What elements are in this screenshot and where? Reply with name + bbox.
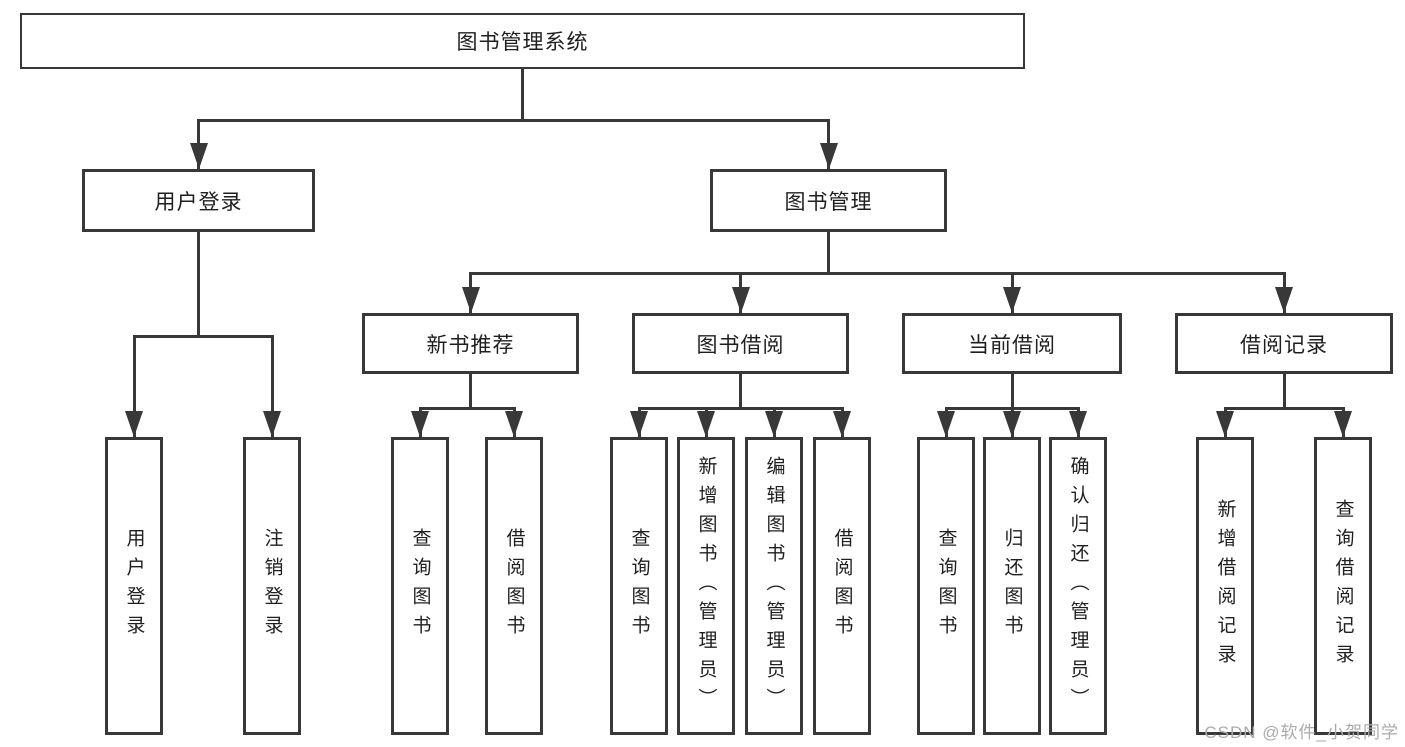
- connector-line: [469, 374, 472, 410]
- arrow-down-icon: [411, 411, 429, 437]
- node-leaf-br-query: 查询借阅记录: [1314, 437, 1372, 735]
- arrow-down-icon: [1275, 287, 1293, 313]
- connector-line: [270, 335, 274, 437]
- connector-line: [418, 407, 516, 410]
- connector-line: [1223, 407, 1345, 410]
- connector-line: [197, 119, 830, 122]
- arrow-down-icon: [189, 143, 208, 169]
- arrow-down-icon: [461, 287, 480, 313]
- connector-line: [739, 374, 742, 410]
- node-root: 图书管理系统: [20, 13, 1025, 69]
- arrow-down-icon: [697, 411, 715, 437]
- arrow-down-icon: [731, 287, 750, 313]
- connector-line: [1010, 374, 1014, 410]
- node-user-login: 用户登录: [82, 169, 315, 232]
- node-leaf-bb-edit: 编辑图书（管理员）: [745, 437, 803, 735]
- node-new-book-rec: 新书推荐: [362, 313, 579, 374]
- connector-line: [132, 335, 274, 338]
- arrow-down-icon: [1069, 411, 1087, 437]
- arrow-down-icon: [1216, 411, 1234, 437]
- node-leaf-br-add: 新增借阅记录: [1196, 437, 1254, 735]
- node-leaf-cb-query: 查询图书: [917, 437, 975, 735]
- connector-line: [1282, 374, 1286, 410]
- node-current-borrow: 当前借阅: [902, 313, 1122, 374]
- node-leaf-cb-confirm: 确认归还（管理员）: [1049, 437, 1107, 735]
- node-book-borrow: 图书借阅: [632, 313, 849, 374]
- arrow-down-icon: [1003, 287, 1021, 313]
- node-leaf-logout: 注销登录: [243, 437, 301, 735]
- connector-line: [827, 232, 830, 275]
- arrow-down-icon: [819, 143, 838, 169]
- node-leaf-bb-query: 查询图书: [610, 437, 668, 735]
- connector-line: [637, 407, 844, 410]
- node-leaf-nr-query: 查询图书: [391, 437, 449, 735]
- arrow-down-icon: [765, 411, 783, 437]
- node-leaf-login: 用户登录: [105, 437, 163, 735]
- arrow-down-icon: [1334, 411, 1352, 437]
- arrow-down-icon: [125, 411, 143, 437]
- arrow-down-icon: [505, 411, 523, 437]
- node-leaf-nr-borrow: 借阅图书: [485, 437, 543, 735]
- node-leaf-bb-borrow: 借阅图书: [813, 437, 871, 735]
- arrow-down-icon: [1003, 411, 1021, 437]
- connector-line: [521, 69, 524, 122]
- connector-line: [197, 232, 200, 338]
- arrow-down-icon: [263, 411, 281, 437]
- node-borrow-records: 借阅记录: [1175, 313, 1393, 374]
- arrow-down-icon: [937, 411, 955, 437]
- connector-line: [469, 272, 1286, 275]
- connector-line: [132, 335, 136, 437]
- arrow-down-icon: [833, 411, 851, 437]
- node-book-mgmt: 图书管理: [710, 169, 947, 232]
- node-leaf-bb-add: 新增图书（管理员）: [677, 437, 735, 735]
- arrow-down-icon: [630, 411, 648, 437]
- node-leaf-cb-return: 归还图书: [983, 437, 1041, 735]
